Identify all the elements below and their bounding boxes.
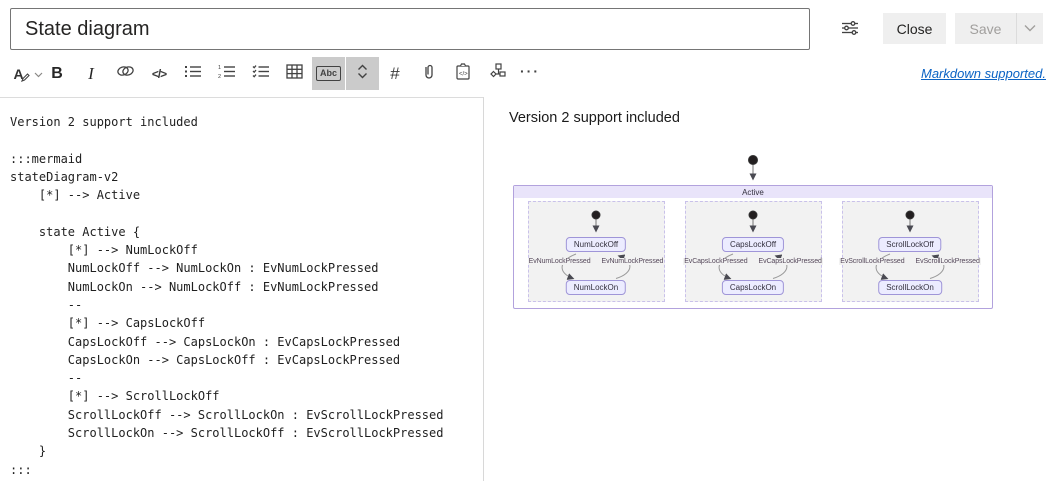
- save-button[interactable]: Save: [955, 13, 1017, 44]
- more-options-button[interactable]: ···: [517, 57, 543, 90]
- bold-button[interactable]: B: [44, 57, 70, 90]
- link-button[interactable]: [112, 57, 138, 90]
- expand-button[interactable]: [346, 57, 379, 90]
- svg-text:2: 2: [218, 74, 221, 79]
- table-icon: [285, 63, 303, 84]
- state-box: CapsLockOn: [721, 280, 785, 295]
- clipboard-code-icon: </>: [455, 62, 471, 85]
- code-icon: </>: [151, 66, 167, 81]
- svg-text:</>: </>: [459, 71, 468, 77]
- mention-button[interactable]: #: [382, 57, 408, 90]
- formatting-toolbar: A B I: [0, 56, 820, 90]
- page-title-input[interactable]: [10, 8, 810, 50]
- ellipsis-icon: ···: [520, 62, 540, 79]
- region-capslock: CapsLockOff EvCapsLockPressed EvCapsLock…: [683, 201, 823, 302]
- region-edges: [718, 210, 787, 280]
- expand-chevrons-icon: [355, 63, 370, 85]
- region-edges: [561, 210, 630, 280]
- table-button[interactable]: [280, 57, 308, 90]
- edge-labels: EvCapsLockPressed EvCapsLockPressed: [683, 258, 823, 265]
- svg-text:1: 1: [218, 65, 221, 71]
- format-letter: A: [13, 65, 24, 82]
- transition-label: EvScrollLockPressed: [914, 258, 981, 265]
- preview-pane: Version 2 support included Active NumLoc…: [484, 97, 1056, 481]
- text-format-button[interactable]: A: [8, 57, 48, 90]
- code-button[interactable]: </>: [146, 57, 172, 90]
- attachment-button[interactable]: [416, 57, 442, 90]
- italic-button[interactable]: I: [78, 57, 104, 90]
- italic-icon: I: [88, 63, 94, 83]
- workflow-button[interactable]: [484, 57, 510, 90]
- abbreviation-button[interactable]: Abc: [312, 57, 345, 90]
- transition-label: EvCapsLockPressed: [683, 258, 749, 265]
- save-dropdown-button[interactable]: [1017, 13, 1043, 44]
- state-box: CapsLockOff: [721, 237, 785, 252]
- bulleted-list-button[interactable]: [180, 57, 206, 90]
- save-split-button: Save: [955, 13, 1043, 44]
- state-box: ScrollLockOn: [878, 280, 942, 295]
- code-snippet-button[interactable]: </>: [450, 57, 476, 90]
- preview-heading: Version 2 support included: [509, 110, 680, 126]
- region-edges: [875, 210, 944, 280]
- task-list-icon: [252, 64, 270, 84]
- markdown-supported-link[interactable]: Markdown supported.: [920, 66, 1046, 81]
- region-scrolllock: ScrollLockOff EvScrollLockPressed EvScro…: [839, 201, 981, 302]
- numbered-list-icon: 1 2: [218, 64, 236, 84]
- transition-label: EvCapsLockPressed: [757, 258, 823, 265]
- state-active-composite: Active NumLockOff EvNumLockPressed EvNum…: [513, 185, 993, 309]
- bold-icon: B: [51, 64, 63, 82]
- close-button[interactable]: Close: [883, 13, 946, 44]
- state-active-title: Active: [514, 186, 992, 198]
- markdown-source[interactable]: Version 2 support included :::mermaid st…: [10, 115, 444, 477]
- hash-icon: #: [390, 63, 400, 83]
- region-numlock: NumLockOff EvNumLockPressed EvNumLockPre…: [527, 201, 665, 302]
- chevron-down-icon: [1024, 23, 1036, 35]
- state-box: NumLockOn: [565, 280, 627, 295]
- abc-icon: Abc: [315, 66, 341, 81]
- pencil-icon: [20, 69, 30, 87]
- concurrent-regions: NumLockOff EvNumLockPressed EvNumLockPre…: [514, 198, 992, 302]
- initial-state-arrow: [748, 155, 758, 181]
- paperclip-icon: [423, 63, 435, 85]
- transition-label: EvScrollLockPressed: [839, 258, 906, 265]
- workflow-icon: [489, 63, 506, 84]
- link-icon: [116, 64, 135, 83]
- task-list-button[interactable]: [248, 57, 274, 90]
- state-box: NumLockOff: [565, 237, 627, 252]
- transition-label: EvNumLockPressed: [600, 258, 665, 265]
- state-box: ScrollLockOff: [878, 237, 942, 252]
- bulleted-list-icon: [184, 64, 202, 84]
- edge-labels: EvNumLockPressed EvNumLockPressed: [527, 258, 665, 265]
- chevron-down-icon: [34, 65, 43, 83]
- numbered-list-button[interactable]: 1 2: [214, 57, 240, 90]
- transition-label: EvNumLockPressed: [527, 258, 592, 265]
- pane-divider[interactable]: [483, 97, 484, 481]
- markdown-editor-pane[interactable]: Version 2 support included :::mermaid st…: [0, 98, 483, 481]
- editor-settings-button[interactable]: [836, 17, 864, 41]
- edge-labels: EvScrollLockPressed EvScrollLockPressed: [839, 258, 981, 265]
- sliders-icon: [841, 19, 859, 40]
